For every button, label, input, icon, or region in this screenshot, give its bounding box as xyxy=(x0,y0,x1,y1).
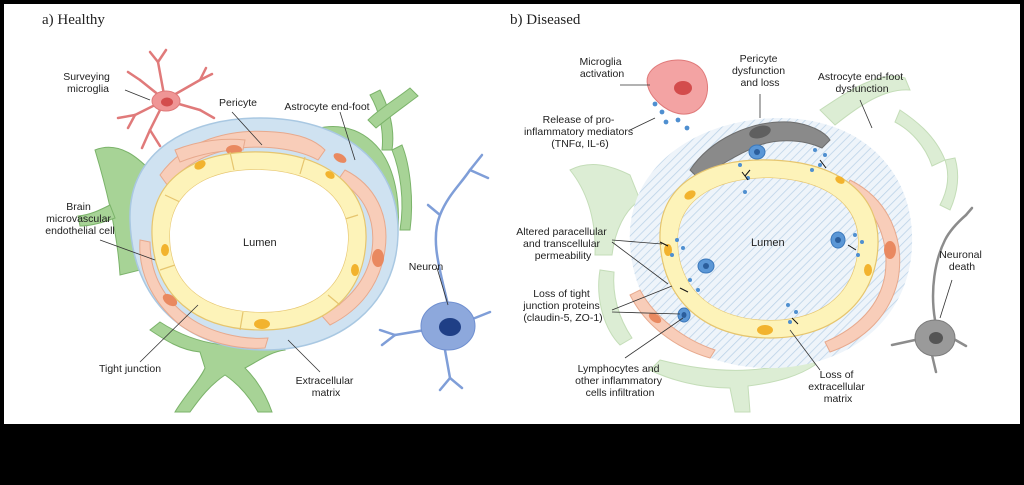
lumen-label-diseased: Lumen xyxy=(751,237,785,249)
label-proinflammatory-mediators: Release of pro- inflammatory mediators (… xyxy=(524,114,636,150)
label-pericyte: Pericyte xyxy=(219,97,257,109)
neuron-nucleus xyxy=(439,318,461,336)
endothelial-nucleus xyxy=(161,160,359,329)
lumen xyxy=(170,169,349,312)
label-extracellular-matrix: Extracellular matrix xyxy=(296,375,357,399)
panel-healthy-title: a) Healthy xyxy=(42,12,105,28)
dysfunctional-pericyte xyxy=(689,121,831,181)
label-neuronal-death: Neuronal death xyxy=(939,249,985,273)
label-altered-permeability: Altered paracellular and transcellular p… xyxy=(516,226,609,262)
lumen-label: Lumen xyxy=(243,237,277,249)
label-pericyte-dysfunction: Pericyte dysfunction and loss xyxy=(732,53,788,89)
dysfunctional-pericyte-nucleus xyxy=(749,125,771,139)
panel-diseased: b) Diseased xyxy=(510,12,985,413)
panel-diseased-title: b) Diseased xyxy=(510,12,581,28)
label-microglia-activation: Microglia activation xyxy=(580,56,625,80)
pericyte-nucleus xyxy=(333,153,347,163)
leader-lines-diseased xyxy=(611,84,953,371)
astrocyte-end-foot-faded xyxy=(569,75,959,413)
label-lymphocytes-infiltration: Lymphocytes and other inflammatory cells… xyxy=(575,363,665,399)
endothelial-nucleus-diseased xyxy=(664,176,872,335)
leader-lines-healthy xyxy=(99,89,449,373)
inflammatory-mediator-dots xyxy=(652,101,864,324)
label-tight-junction-loss: Loss of tight junction proteins (claudin… xyxy=(522,288,602,324)
label-ecm-loss: Loss of extracellular matrix xyxy=(808,369,868,405)
activated-microglia-nucleus xyxy=(674,81,692,95)
label-neuron: Neuron xyxy=(409,261,444,273)
label-endothelial-cell: Brain microvascular endothelial cell xyxy=(45,201,114,237)
immune-cell-nucleus xyxy=(681,149,841,318)
label-surveying-microglia: Surveying microglia xyxy=(63,71,113,95)
panel-healthy: a) Healthy xyxy=(42,12,492,413)
pericyte-nucleus-diseased xyxy=(648,312,662,324)
broken-junction-arrows xyxy=(659,159,857,325)
label-astrocyte-end-foot: Astrocyte end-foot xyxy=(284,101,369,113)
pericyte-nucleus xyxy=(162,293,178,307)
dying-neuron-nucleus xyxy=(929,332,943,344)
dying-neuron xyxy=(890,206,974,374)
pericyte-diseased xyxy=(629,179,901,359)
pericyte-nucleus xyxy=(372,249,384,267)
label-tight-junction: Tight junction xyxy=(99,363,161,375)
microglia-nucleus xyxy=(161,97,173,107)
lumen-diseased xyxy=(678,178,859,320)
pericyte-nucleus-diseased xyxy=(884,241,896,259)
label-astrocyte-dysfunction: Astrocyte end-foot dysfunction xyxy=(818,71,906,95)
neuron xyxy=(378,153,492,392)
